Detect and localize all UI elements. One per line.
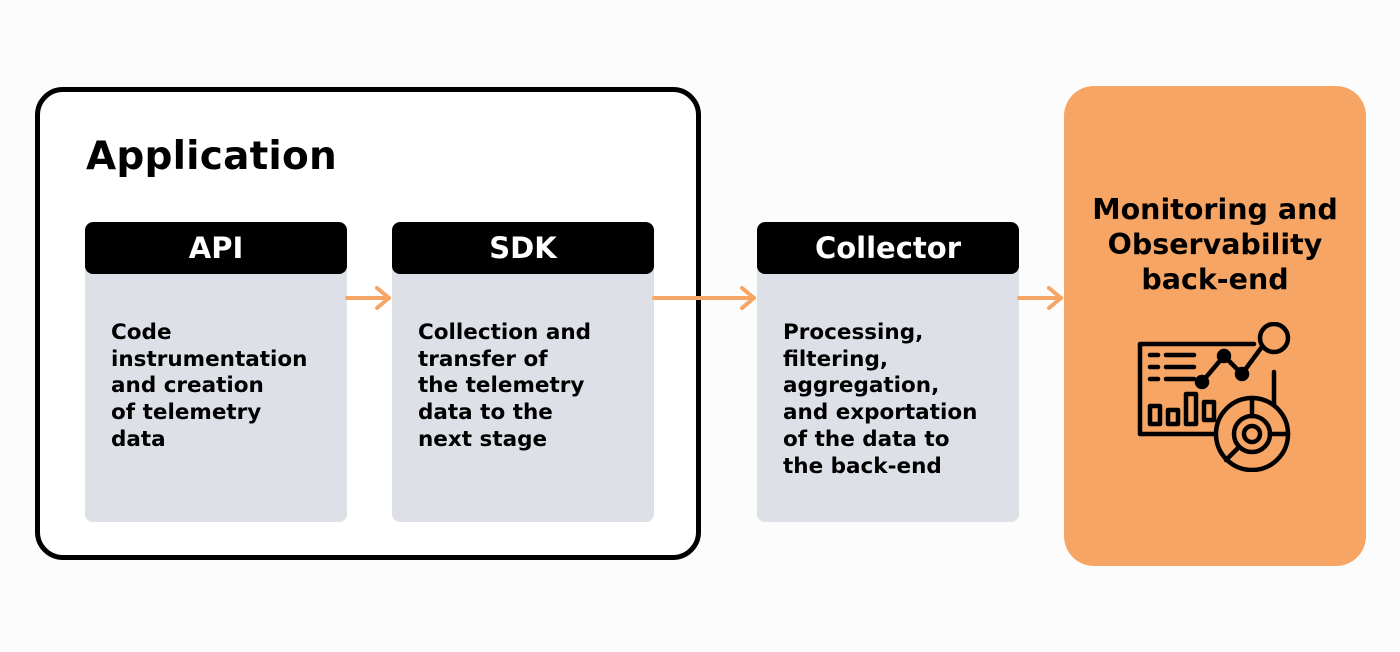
api-stage: API Code instrumentation and creation of… (85, 222, 347, 522)
backend-title: Monitoring and Observability back-end (1092, 193, 1338, 296)
api-stage-header: API (85, 222, 347, 274)
collector-stage-description: Processing, filtering, aggregation, and … (783, 320, 978, 479)
api-stage-description: Code instrumentation and creation of tel… (111, 320, 308, 452)
collector-stage: Collector Processing, filtering, aggrega… (757, 222, 1019, 522)
sdk-stage: SDK Collection and transfer of the telem… (392, 222, 654, 522)
arrow-collector-to-backend (1017, 286, 1063, 310)
collector-stage-header: Collector (757, 222, 1019, 274)
sdk-stage-header: SDK (392, 222, 654, 274)
monitoring-dashboard-icon (1137, 322, 1291, 472)
sdk-stage-description: Collection and transfer of the telemetry… (418, 320, 592, 452)
monitoring-backend: Monitoring and Observability back-end (1064, 86, 1366, 566)
application-title: Application (86, 134, 337, 179)
